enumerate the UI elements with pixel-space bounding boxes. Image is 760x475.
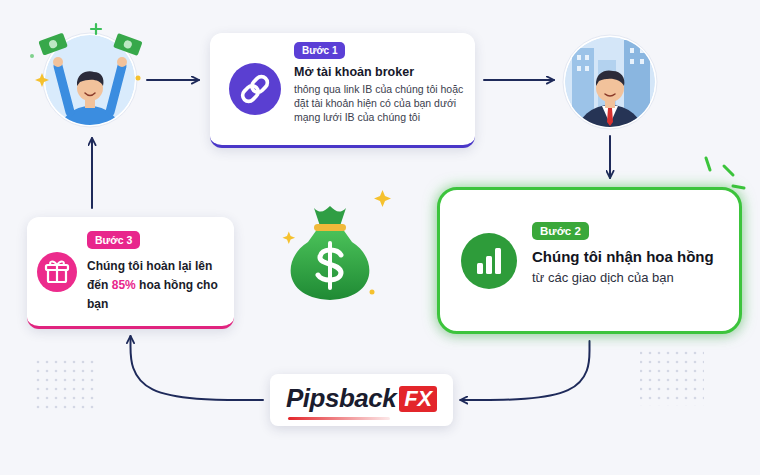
link-icon [249,74,270,95]
step-card: Bước 1 Mở tài khoản broker thông qua link … [210,33,475,148]
flow-arrow [91,138,93,208]
brand-name: Pipsback [286,383,396,414]
trader-illustration [45,35,135,158]
broker-illustration [563,35,657,129]
chart-icon [486,256,492,274]
link-icon [240,74,270,104]
chart-icon [461,233,517,289]
step-label: Bước 2 [540,225,581,237]
trader-illustration [35,73,49,87]
trader-illustration [38,33,68,56]
broker-illustration [585,66,589,71]
broker-illustration [577,66,581,71]
brand-logo: Pipsback FX [270,374,453,426]
gift-icon [56,265,58,282]
trader-illustration [48,39,58,49]
trader-illustration [85,93,95,96]
trader-illustration [110,66,122,112]
trader-illustration [30,54,34,58]
trader-illustration [117,57,127,67]
trader-illustration [123,39,133,49]
money-bag [374,190,391,207]
step-badge: Bước 1 [294,42,345,59]
trader-illustration [77,71,104,86]
broker-illustration [605,94,615,96]
trader-illustration [38,33,68,56]
flow-arrow [484,79,554,81]
step-label: Bước 1 [302,45,337,56]
chart-icon [460,232,518,290]
link-icon [229,63,281,115]
step-label: Bước 3 [95,234,132,246]
broker-illustration [640,48,644,53]
trader-illustration [53,57,63,67]
flow-connector [131,336,264,400]
broker-illustration [607,108,613,126]
step-description: từ các giao dịch của bạn [532,270,729,285]
flow-connector [460,341,589,400]
flow-arrow [609,136,611,178]
dot-grid [640,350,704,406]
money-bag [328,243,332,288]
step-description: thông qua link IB của chúng tôi hoặc đặt… [294,82,465,125]
trader-illustration [30,24,143,158]
broker-illustration [630,48,634,53]
link-icon [228,62,282,116]
step-title: Mở tài khoản broker [294,65,465,79]
trader-illustration [136,76,141,81]
brand-suffix: FX [404,386,432,412]
money-bag [283,232,296,245]
money-bag [314,224,346,231]
gift-icon [37,252,77,292]
money-bag [370,290,375,295]
step-badge: Bước 2 [532,222,589,240]
gift-icon [50,261,64,264]
broker-illustration [624,40,650,120]
dot-grid [35,355,99,411]
step-title: Chúng tôi nhận hoa hồng [532,248,729,265]
glow-sparks [706,158,744,188]
step-badge: Bước 3 [87,231,140,249]
flow-arrow [147,79,199,81]
money-bag [283,190,392,300]
trader-illustration [58,66,70,112]
broker-illustration [630,59,634,64]
broker-illustration [596,70,625,86]
glow-sparks [724,166,733,175]
broker-illustration [565,37,655,127]
glow-sparks [733,186,744,188]
highlight-percent: 85% [112,278,136,292]
chart-icon [495,248,501,274]
broker-illustration [640,59,644,64]
trader-illustration [113,33,143,56]
broker-illustration [585,55,589,60]
money-bag [291,228,370,300]
step-card: Bước 2 Chúng tôi nhận hoa hồng từ các giao… [437,187,742,334]
step-card: Bước 3Chúng tôi hoàn lại lên đến85%hoa h… [27,217,234,329]
trader-illustration [113,33,143,56]
gift-icon [36,251,78,293]
trader-illustration [91,24,101,34]
brand-tag: FX [399,386,437,412]
chart-icon [477,263,483,274]
broker-illustration [572,48,594,118]
glow-sparks [706,158,710,170]
broker-illustration [577,55,581,60]
money-bag [314,206,346,226]
